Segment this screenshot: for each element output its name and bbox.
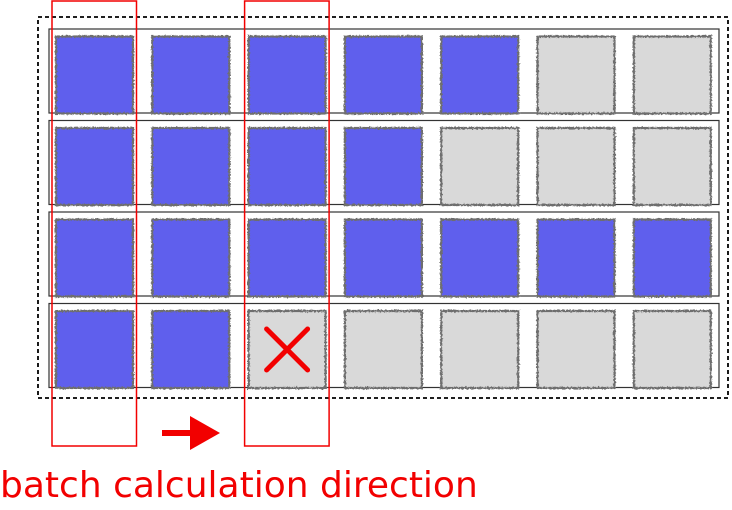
- grid-cell-empty: [632, 35, 712, 115]
- grid-cell-filled: [151, 35, 231, 115]
- grid-cell-filled: [247, 218, 327, 298]
- grid-cell-filled: [247, 35, 327, 115]
- grid-cell-empty: [343, 309, 423, 390]
- grid-cell-filled: [54, 309, 135, 390]
- grid-cell-empty: [536, 309, 616, 390]
- grid-cell-empty: [440, 126, 520, 207]
- arrow-right-icon: [162, 416, 220, 450]
- grid-cell-filled: [247, 126, 327, 207]
- grid-cell-filled: [632, 218, 712, 298]
- grid-cell-empty: [632, 126, 712, 207]
- grid-cell-empty: [440, 309, 520, 390]
- outer-dashed-boundary: [37, 16, 729, 399]
- x-mark-icon: [264, 326, 311, 373]
- grid-cell-empty: [536, 126, 616, 207]
- grid-cell-filled: [343, 126, 423, 207]
- grid-cell-empty: [536, 35, 616, 115]
- grid-cell-filled: [343, 218, 423, 298]
- grid-cell-filled: [151, 218, 231, 298]
- column-highlights: [51, 0, 330, 447]
- grid-cell-filled: [151, 126, 231, 207]
- grid-cell-empty: [632, 309, 712, 390]
- grid-cell-filled: [440, 218, 520, 298]
- cell-grid: [54, 35, 712, 390]
- grid-cell-filled: [343, 35, 423, 115]
- grid-cell-filled: [536, 218, 616, 298]
- grid-cell-filled: [54, 126, 135, 207]
- caption-label: batch calculation direction: [0, 465, 478, 506]
- grid-cell-filled: [54, 35, 135, 115]
- column-highlight-box: [243, 0, 330, 447]
- grid-cell-filled: [54, 218, 135, 298]
- grid-cell-filled: [151, 309, 231, 390]
- column-highlight-box: [51, 0, 138, 447]
- grid-cell-filled: [440, 35, 520, 115]
